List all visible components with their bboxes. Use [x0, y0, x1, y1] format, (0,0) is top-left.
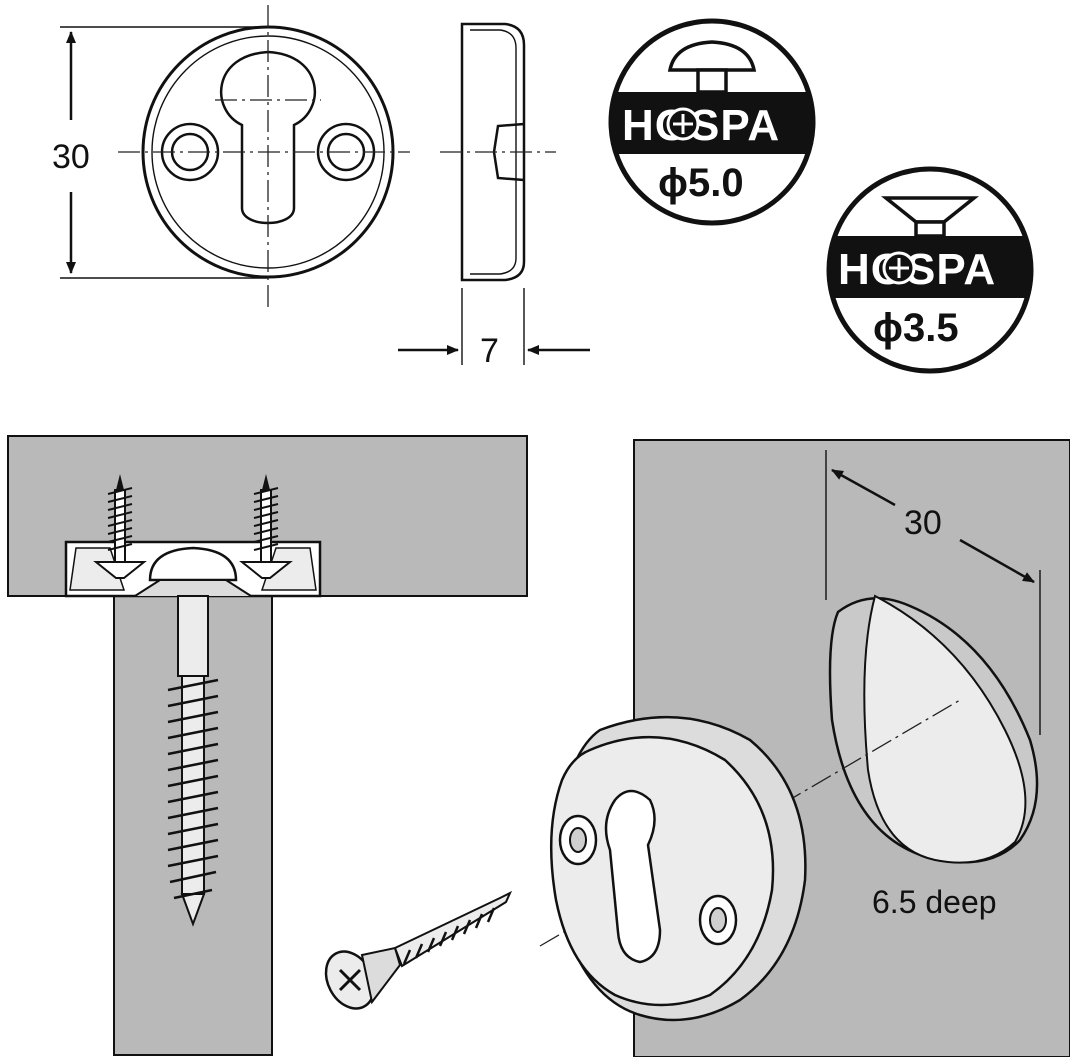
assembly-view: 30 6.5 deep: [324, 439, 1070, 1057]
recess-arrow-left: [831, 468, 896, 507]
side-profile-inner: [470, 29, 517, 275]
recess-floor: [863, 594, 1027, 864]
round-head-screw-icon: [667, 40, 757, 94]
wood-screw-right: [239, 474, 293, 579]
badge-size: ϕ5.0: [658, 161, 744, 205]
front-view: 30: [52, 5, 410, 310]
fitting-keyhole: [604, 789, 662, 964]
badge-band: [611, 92, 813, 154]
badge-band: [829, 236, 1031, 298]
fitting-perspective: [549, 715, 807, 1022]
badge-brand: HOSPA: [622, 101, 780, 150]
depth-dimension-label: 7: [480, 332, 499, 370]
wood-screw-left: [93, 474, 147, 579]
threaded-bolt: [167, 595, 219, 927]
recess-depth-label: 6.5 deep: [872, 884, 997, 920]
badge-size: ϕ3.5: [873, 306, 959, 350]
countersunk-screw-icon: [881, 196, 979, 238]
section-view: [7, 435, 528, 1056]
cross-recess-icon: [882, 251, 916, 285]
badge-brand: HOSPA: [838, 245, 996, 294]
hospa-badge-3-5mm: HOSPA ϕ3.5: [826, 166, 1034, 374]
hospa-badge-5mm: HOSPA ϕ5.0: [608, 18, 816, 226]
screw-head-round: [148, 546, 238, 582]
keyhole-slot: [220, 50, 316, 225]
countersunk-screw: [324, 890, 513, 1010]
side-profile: [460, 22, 526, 282]
side-view: 7: [398, 22, 590, 370]
recess-diameter-label: 30: [904, 504, 942, 542]
recess-arrow-right: [959, 538, 1035, 584]
height-dimension-label: 30: [52, 138, 90, 176]
cross-recess-icon: [666, 107, 700, 141]
